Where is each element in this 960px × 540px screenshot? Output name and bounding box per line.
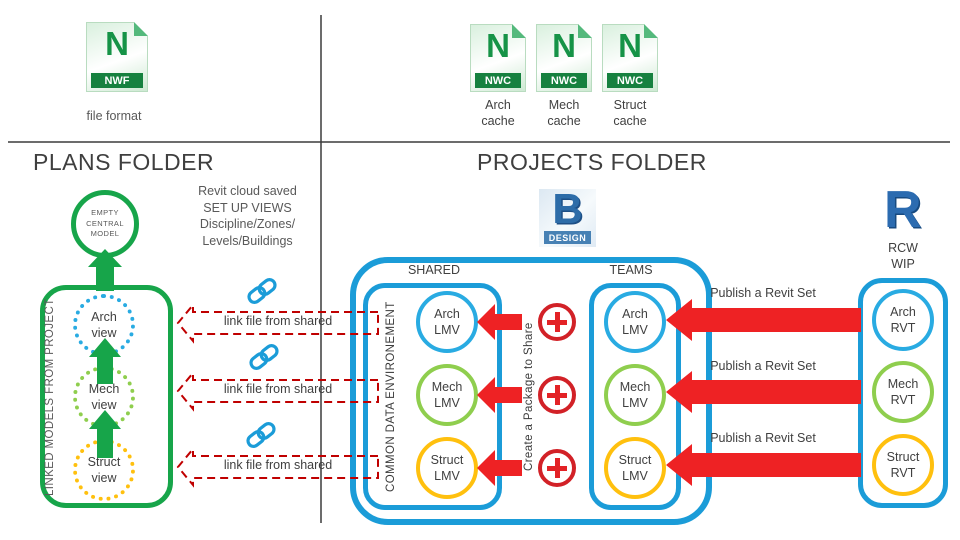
nwc-mech-icon: N NWC (536, 24, 592, 92)
teams-mech-lmv-label: Mech LMV (619, 379, 651, 410)
folded-corner-icon (578, 24, 592, 38)
publish-revit-set-label: Publish a Revit Set (710, 359, 816, 373)
navisworks-n-icon: N (486, 27, 510, 64)
teams-mech-lmv-circle: Mech LMV (604, 364, 666, 426)
plus-icon (538, 449, 576, 487)
nwf-file-icon: N NWF (86, 22, 148, 92)
wip-arch-rvt-label: Arch RVT (890, 304, 916, 335)
publish-revit-set-label: Publish a Revit Set (710, 431, 816, 445)
plus-icon (538, 303, 576, 341)
nwc-extension-badge: NWC (607, 73, 653, 88)
plans-folder-title: PLANS FOLDER (33, 149, 215, 175)
folded-corner-icon (134, 22, 148, 36)
teams-arch-lmv-label: Arch LMV (622, 306, 648, 337)
bim360-design-logo: B DESIGN (539, 185, 596, 247)
wip-struct-rvt-label: Struct RVT (886, 449, 920, 480)
linked-models-box-label: LINKED MODELS FROM PROJECT (44, 298, 56, 496)
teams-struct-lmv-label: Struct LMV (618, 452, 652, 483)
wip-mech-rvt-label: Mech RVT (887, 376, 919, 407)
empty-central-model-label: EMPTY CENTRAL MODEL (86, 207, 124, 239)
mech-cache-label: Mech cache (547, 98, 581, 128)
rcw-wip-label: RCW WIP (888, 241, 918, 271)
arch-view-label: Arch view (91, 309, 117, 340)
mech-view-circle: Mech view (73, 366, 135, 428)
navisworks-n-icon: N (618, 27, 642, 64)
revit-logo-icon: R (884, 181, 922, 239)
chain-link-icon (247, 278, 277, 304)
link-file-label-struct: link file from shared (223, 458, 333, 472)
struct-view-label: Struct view (87, 454, 121, 485)
shared-mech-lmv-circle: Mech LMV (416, 364, 478, 426)
nwc-extension-badge: NWC (475, 73, 521, 88)
nwc-struct-icon: N NWC (602, 24, 658, 92)
plus-icon (538, 376, 576, 414)
shared-struct-lmv-circle: Struct LMV (416, 437, 478, 499)
folded-corner-icon (644, 24, 658, 38)
folded-corner-icon (512, 24, 526, 38)
shared-mech-lmv-label: Mech LMV (431, 379, 463, 410)
mech-view-label: Mech view (88, 381, 120, 412)
navisworks-n-icon: N (105, 25, 129, 62)
navisworks-n-icon: N (552, 27, 576, 64)
nwc-extension-badge: NWC (541, 73, 587, 88)
bim360-design-badge: DESIGN (544, 231, 591, 244)
shared-label: SHARED (407, 263, 461, 277)
empty-central-model-circle: EMPTY CENTRAL MODEL (71, 190, 139, 258)
teams-struct-lmv-circle: Struct LMV (604, 437, 666, 499)
struct-view-circle: Struct view (73, 439, 135, 501)
file-format-label: file format (86, 109, 142, 123)
link-file-label-arch: link file from shared (223, 314, 333, 328)
chain-link-icon (246, 422, 276, 448)
chain-link-icon (249, 344, 279, 370)
create-package-label: Create a Package to Share (523, 322, 535, 472)
publish-revit-set-label: Publish a Revit Set (710, 286, 816, 300)
shared-arch-lmv-circle: Arch LMV (416, 291, 478, 353)
revit-cloud-note: Revit cloud saved SET UP VIEWS Disciplin… (198, 184, 297, 248)
nwf-extension-badge: NWF (91, 73, 143, 88)
link-file-label-mech: link file from shared (223, 382, 333, 396)
shared-struct-lmv-label: Struct LMV (430, 452, 464, 483)
shared-arch-lmv-label: Arch LMV (434, 306, 460, 337)
wip-struct-rvt-circle: Struct RVT (872, 434, 934, 496)
teams-label: TEAMS (609, 263, 653, 277)
arch-view-circle: Arch view (73, 294, 135, 356)
arch-cache-label: Arch cache (481, 98, 515, 128)
projects-folder-title: PROJECTS FOLDER (477, 149, 707, 175)
bim360-b-icon: B (552, 185, 583, 232)
nwc-arch-icon: N NWC (470, 24, 526, 92)
cde-label: COMMON DATA ENVIRONEMENT (385, 301, 397, 493)
struct-cache-label: Struct cache (613, 98, 647, 128)
wip-arch-rvt-circle: Arch RVT (872, 289, 934, 351)
teams-arch-lmv-circle: Arch LMV (604, 291, 666, 353)
wip-mech-rvt-circle: Mech RVT (872, 361, 934, 423)
